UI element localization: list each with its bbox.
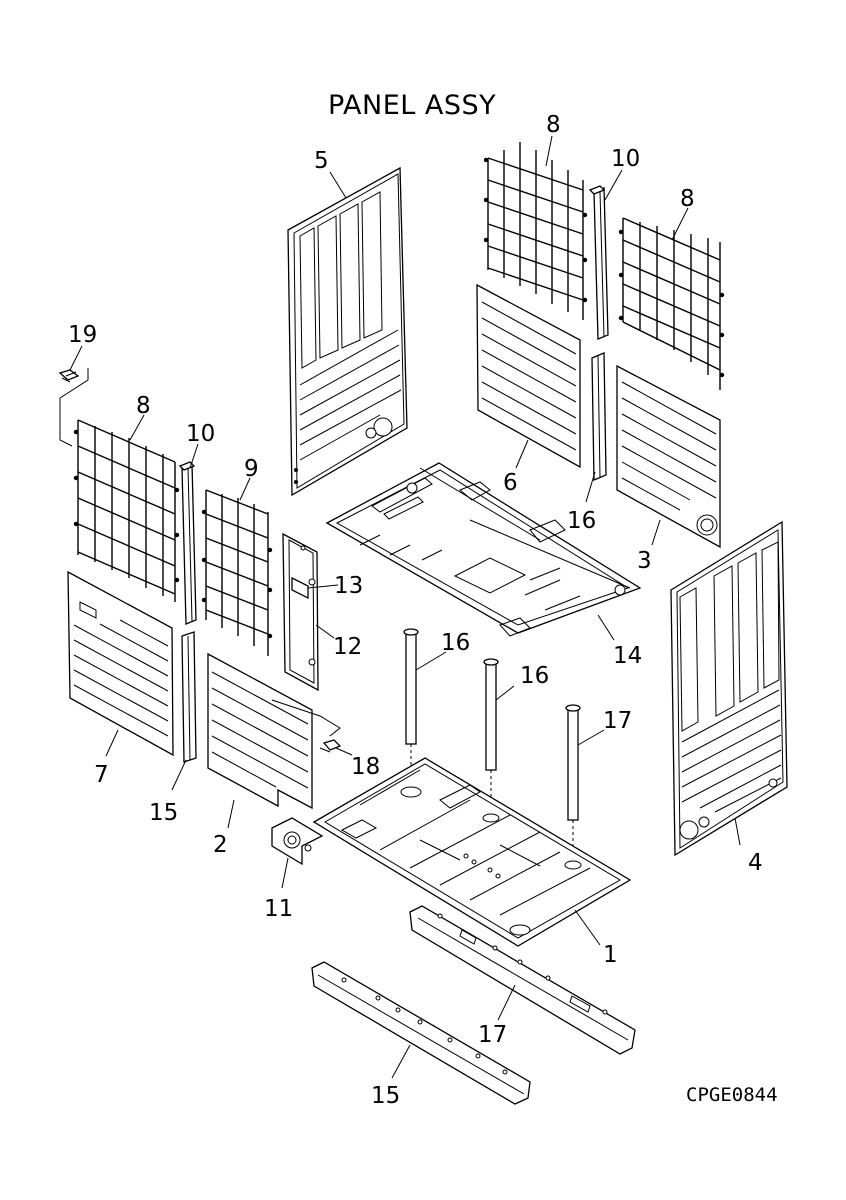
callout-10-left: 10 [186, 421, 215, 447]
part-18-screw [319, 739, 342, 753]
part-12-narrow-panel [282, 532, 319, 692]
callout-17-upper: 17 [478, 1022, 507, 1048]
callout-9: 9 [244, 456, 259, 482]
callout-leaders [69, 135, 741, 1079]
part-13-label-plate [291, 576, 309, 600]
assembly-guide-lines [59, 368, 89, 447]
part-16-post-a [403, 628, 419, 790]
part-3-louvered-panel [616, 364, 721, 549]
part-14-top-plate [325, 462, 642, 637]
callout-15-top: 16 [567, 508, 596, 534]
callout-17-lower: 15 [371, 1083, 400, 1109]
drawing-code: CPGE0844 [686, 1084, 778, 1106]
callout-8-right: 8 [680, 186, 695, 212]
callout-8-top: 8 [546, 112, 561, 138]
part-9-grid-guard [201, 489, 273, 656]
diagram-title: PANEL ASSY [328, 90, 496, 121]
part-6-louvered-panel [476, 283, 581, 469]
callout-5: 5 [314, 148, 329, 174]
part-4-front-panel [670, 520, 788, 857]
part-19-screw [58, 369, 80, 383]
callout-2: 2 [213, 832, 228, 858]
part-1-base-pan [312, 757, 632, 947]
callout-4: 4 [748, 850, 763, 876]
part-17-rail-lower [311, 961, 531, 1105]
callout-13: 13 [334, 573, 363, 599]
part-2-louvered-panel [207, 652, 341, 810]
callout-16-b: 16 [520, 663, 549, 689]
callout-16-a: 16 [441, 630, 470, 656]
part-17-rail-upper [409, 905, 636, 1055]
callout-3: 3 [637, 548, 652, 574]
part-8-grid-guard-right [618, 217, 725, 390]
callout-8-left: 8 [136, 393, 151, 419]
part-16-post-b [483, 658, 499, 815]
callout-14: 14 [613, 643, 642, 669]
callout-1: 1 [603, 942, 618, 968]
callout-10-top: 10 [611, 146, 640, 172]
part-10-corner-post-top [588, 185, 609, 340]
callout-18: 18 [351, 754, 380, 780]
callout-19: 19 [68, 322, 97, 348]
part-7-louvered-panel [67, 570, 174, 757]
callout-7: 7 [94, 762, 109, 788]
part-15-channel-left [181, 631, 197, 763]
callout-15-left: 15 [149, 800, 178, 826]
part-8-grid-guard-top [483, 142, 588, 320]
part-5-back-panel [287, 166, 408, 497]
part-16-post-c [565, 704, 581, 862]
callout-11: 11 [264, 896, 293, 922]
part-15-channel-top [591, 352, 607, 481]
part-8-grid-guard-left [73, 419, 180, 602]
callout-12: 12 [333, 634, 362, 660]
part-11-gasket-plate [271, 817, 324, 866]
callout-6: 6 [503, 470, 518, 496]
callout-16-c: 17 [603, 708, 632, 734]
callout-labels: 5 8 10 8 19 8 10 9 6 16 3 13 12 14 16 16… [68, 112, 763, 1109]
part-10-corner-post-left [178, 461, 197, 625]
